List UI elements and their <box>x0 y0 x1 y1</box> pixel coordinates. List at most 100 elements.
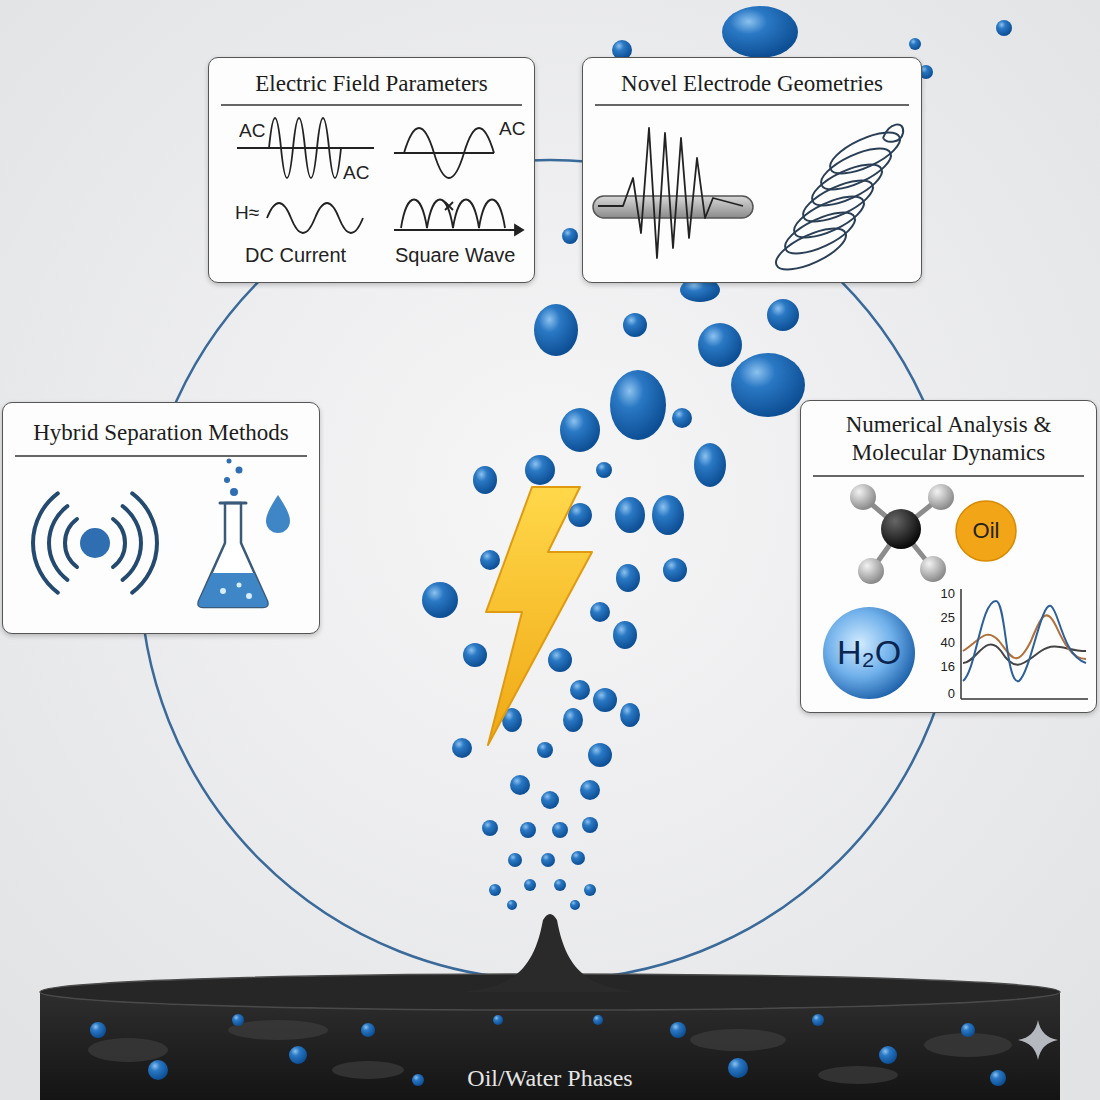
line-chart-part-part <box>963 601 1086 681</box>
box-heading: Numerical Analysis & Molecular Dynamics <box>818 411 1080 466</box>
flask-icon-part <box>246 593 252 599</box>
ultrasound-icon-part <box>80 528 110 558</box>
analysis-box: Numerical Analysis & Molecular DynamicsO… <box>800 400 1097 713</box>
oil-sphere <box>956 501 1016 561</box>
helical-electrode-part <box>780 204 861 261</box>
water-droplet-part <box>996 20 1012 36</box>
flask-icon-part <box>227 459 232 464</box>
flask-icon-part <box>230 488 238 496</box>
ac-waveform-part <box>394 152 494 154</box>
water-droplet-part <box>90 1022 106 1038</box>
helical-electrode-part <box>816 140 897 197</box>
water-droplet-part <box>568 503 592 527</box>
water-droplet-part <box>537 742 553 758</box>
water-droplet-part <box>554 879 566 891</box>
square-waveform-part <box>401 200 505 229</box>
water-droplet-part <box>616 564 640 592</box>
water-droplet-part <box>812 1014 824 1026</box>
water-droplet-part <box>615 497 645 533</box>
ultrasound-icon-part-part <box>49 506 67 580</box>
water-droplet-part <box>489 884 501 896</box>
water-droplet-part <box>610 370 666 440</box>
dc-waveform <box>267 203 363 233</box>
method-box: Hybrid Separation Methods <box>2 402 320 634</box>
ultrasound-icon-part-part <box>33 493 58 592</box>
square-waveform <box>394 200 523 236</box>
icon-label: Oil <box>973 518 1000 543</box>
water-droplet-part <box>560 408 600 452</box>
square-waveform-part <box>515 225 523 235</box>
water-droplet-part <box>767 299 799 331</box>
icon-label: AC <box>343 162 369 184</box>
helical-electrode-part <box>807 156 888 213</box>
box-heading: Electric Field Parameters <box>255 70 487 98</box>
line-chart-part <box>963 601 1086 681</box>
water-droplet-part <box>232 1014 244 1026</box>
square-waveform-part <box>394 229 515 231</box>
water-droplet-part <box>620 703 640 727</box>
helical-electrode-part <box>789 188 870 245</box>
water-droplet-part <box>698 323 742 367</box>
ultrasound-icon-part-part <box>113 519 125 567</box>
flask-icon-part <box>266 495 290 533</box>
water-sphere <box>823 607 915 699</box>
box-heading: Novel Electrode Geometries <box>621 70 883 98</box>
line-chart-part-part <box>963 615 1086 659</box>
box-heading: Hybrid Separation Methods <box>33 419 289 447</box>
methane-molecule-part <box>920 556 946 582</box>
water-droplet-part <box>473 466 497 494</box>
helical-electrode-part <box>798 172 879 229</box>
flask-icon-part <box>199 503 268 607</box>
flask-icon-part <box>220 588 226 594</box>
icon-label: Square Wave <box>395 244 515 267</box>
water-droplet-part <box>584 884 596 896</box>
water-droplet-part <box>909 38 921 50</box>
axis-tick-label: 16 <box>941 660 955 675</box>
dc-waveform-part <box>267 203 363 233</box>
header-rule <box>221 104 522 106</box>
water-droplet-part <box>510 775 530 795</box>
axis-tick-label: 0 <box>948 687 955 702</box>
flask-icon-part <box>199 573 268 607</box>
box-heading: Oil/Water Phases <box>467 1064 632 1093</box>
water-droplet-part <box>508 853 522 867</box>
flask-icon <box>199 459 291 608</box>
water-droplet-part <box>722 6 798 58</box>
header-rule <box>813 475 1084 477</box>
sparkle-mark <box>1018 1020 1058 1060</box>
methane-molecule-part <box>928 484 954 510</box>
water-droplet-part <box>570 900 580 910</box>
water-droplet-part <box>613 621 637 649</box>
flask-icon-part <box>236 467 243 474</box>
line-chart-part-part <box>961 698 1088 700</box>
water-droplet-part <box>652 495 684 535</box>
water-droplet-part <box>990 1070 1006 1086</box>
water-droplet-part <box>694 443 726 487</box>
line-chart-part <box>961 589 1088 699</box>
water-droplet-part <box>588 743 612 767</box>
water-droplet-part <box>520 822 536 838</box>
water-droplet-part <box>534 304 578 356</box>
square-waveform-part <box>445 202 453 210</box>
helical-electrode-part <box>883 124 903 141</box>
water-droplet-part <box>571 851 585 865</box>
surface-peak <box>458 914 642 992</box>
mottling-part <box>332 1061 404 1079</box>
water-droplet-part <box>482 820 498 836</box>
water-droplet-part <box>148 1060 168 1080</box>
methane-molecule <box>850 484 954 584</box>
helical-electrode <box>771 124 906 277</box>
water-droplet-part <box>582 817 598 833</box>
mottling-part <box>818 1066 898 1084</box>
plate-electrode <box>593 196 753 218</box>
icon-label: AC <box>499 118 525 140</box>
water-droplet-part <box>493 1015 503 1025</box>
water-droplet-part <box>596 462 612 478</box>
icon-label: DC Current <box>245 244 346 267</box>
mottling-part <box>88 1038 168 1062</box>
water-droplet-part <box>562 228 578 244</box>
water-droplet-part <box>731 353 805 417</box>
water-droplet-part <box>663 558 687 582</box>
